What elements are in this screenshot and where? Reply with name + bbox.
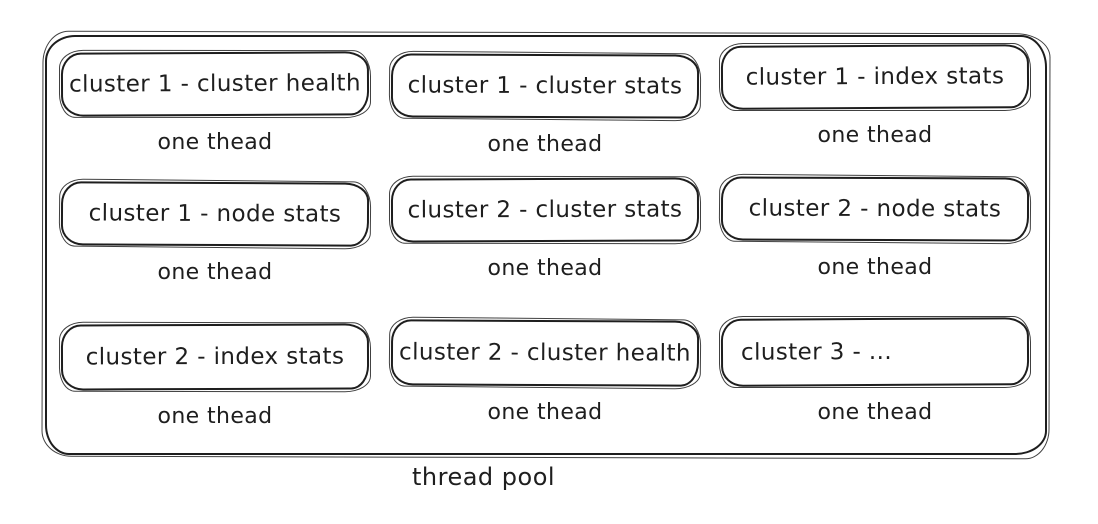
- thread-pool-label: thread pool: [412, 463, 556, 491]
- thread-caption: one thead: [157, 130, 273, 155]
- task-cell-2: cluster 1 - cluster stats one thead: [390, 52, 700, 178]
- task-label: cluster 2 - cluster health: [399, 339, 691, 367]
- task-cell-7: cluster 2 - index stats one thead: [60, 320, 370, 429]
- task-box-cluster1-node-stats: cluster 1 - node stats: [60, 181, 370, 247]
- task-box-cluster2-node-stats: cluster 2 - node stats: [720, 176, 1030, 242]
- task-box-cluster2-cluster-stats: cluster 2 - cluster stats: [390, 177, 700, 243]
- task-label: cluster 1 - node stats: [88, 200, 342, 228]
- thread-caption: one thead: [487, 256, 603, 281]
- task-label: cluster 2 - cluster stats: [407, 196, 683, 224]
- task-label: cluster 2 - node stats: [748, 195, 1002, 223]
- task-label: cluster 1 - cluster health: [69, 70, 361, 98]
- task-cell-6: cluster 2 - node stats one thead: [720, 176, 1030, 320]
- task-label: cluster 1 - index stats: [745, 63, 1005, 91]
- task-cell-1: cluster 1 - cluster health one thead: [60, 51, 370, 178]
- task-cell-8: cluster 2 - cluster health one thead: [390, 319, 700, 429]
- thread-pool-container: cluster 1 - cluster health one thead clu…: [45, 35, 1047, 455]
- thread-caption: one thead: [157, 260, 273, 285]
- task-box-cluster3-ellipsis: cluster 3 - ...: [720, 317, 1030, 387]
- thread-caption: one thead: [487, 132, 603, 157]
- task-label: cluster 1 - cluster stats: [407, 72, 683, 100]
- task-cell-4: cluster 1 - node stats one thead: [60, 178, 370, 320]
- thread-caption: one thead: [817, 400, 933, 425]
- task-box-cluster1-cluster-stats: cluster 1 - cluster stats: [390, 53, 700, 119]
- task-cell-5: cluster 2 - cluster stats one thead: [390, 177, 700, 320]
- task-cell-9: cluster 3 - ... one thead: [720, 317, 1030, 429]
- task-box-cluster2-cluster-health: cluster 2 - cluster health: [390, 319, 700, 387]
- task-label: cluster 2 - index stats: [85, 343, 345, 371]
- task-label: cluster 3 - ...: [740, 338, 893, 366]
- task-box-cluster1-index-stats: cluster 1 - index stats: [720, 44, 1030, 110]
- thread-caption: one thead: [817, 255, 933, 280]
- task-cell-3: cluster 1 - index stats one thead: [720, 44, 1030, 178]
- task-box-cluster1-cluster-health: cluster 1 - cluster health: [60, 51, 370, 117]
- thread-caption: one thead: [157, 404, 273, 429]
- thread-caption: one thead: [817, 123, 933, 148]
- task-box-cluster2-index-stats: cluster 2 - index stats: [60, 323, 370, 391]
- thread-caption: one thead: [487, 400, 603, 425]
